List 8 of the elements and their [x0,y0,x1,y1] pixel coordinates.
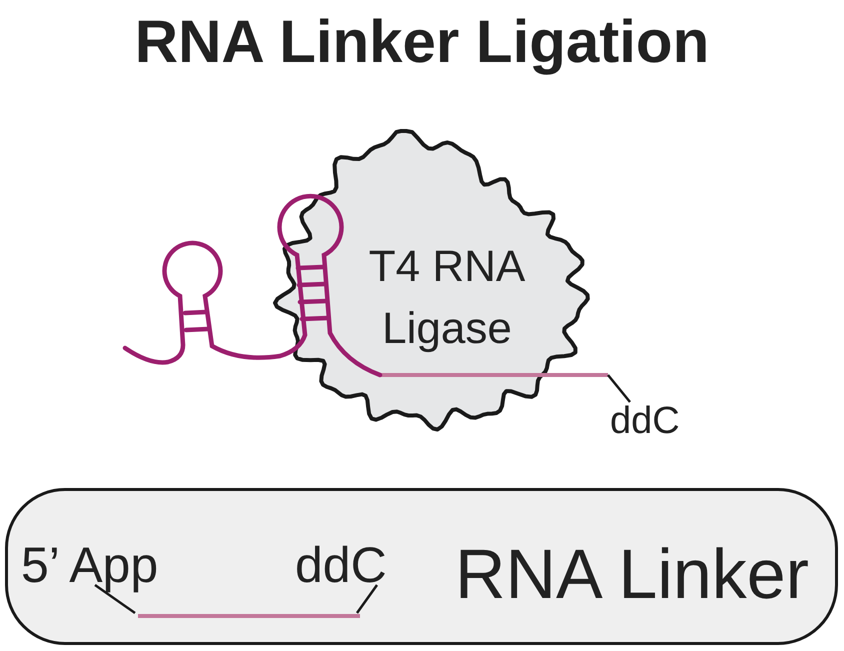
leader-line [607,374,631,403]
enzyme-label: T4 RNA Ligase [368,241,526,355]
end-label: ddC [295,540,387,590]
leader-line [356,584,378,614]
end-label: ddC [610,402,680,440]
panel-title: RNA Linker [454,539,809,609]
leader-line [94,584,136,614]
end-label: 5’ App [21,540,158,590]
